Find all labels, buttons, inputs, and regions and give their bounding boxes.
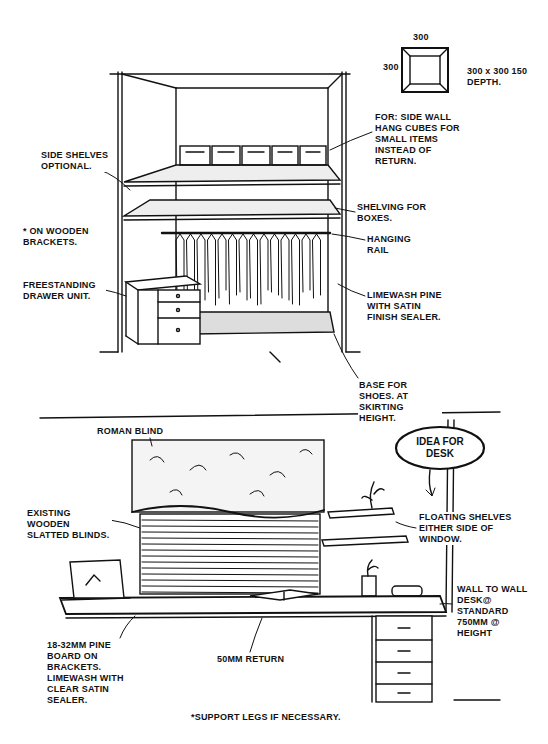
idea-oval: IDEA FOR DESK — [394, 425, 486, 471]
annotation-label: HANGING RAIL — [366, 234, 428, 256]
annotation-label: 50MM RETURN — [216, 654, 285, 665]
leader-lines — [100, 132, 372, 378]
annotation-label: ROMAN BLIND — [96, 426, 164, 437]
annotation-label: * ON WOODEN BRACKETS. — [22, 226, 96, 248]
annotation-label: 18-32MM PINE BOARD ON BRACKETS. LIMEWASH… — [46, 640, 148, 706]
annotation-label: *SUPPORT LEGS IF NECESSARY. — [190, 712, 342, 723]
wardrobe-drawing — [100, 72, 360, 362]
annotation-label: SHELVING FOR BOXES. — [356, 202, 448, 224]
node-text: IDEA FOR DESK — [411, 436, 469, 460]
annotation-label: 300 — [382, 62, 400, 73]
annotation-label: SIDE SHELVES OPTIONAL. — [40, 150, 114, 172]
annotation-label: LIMEWASH PINE WITH SATIN FINISH SEALER. — [366, 290, 450, 323]
annotation-label: WALL TO WALL DESK@ STANDARD 750MM @ HEIG… — [456, 584, 534, 639]
annotation-label: BASE FOR SHOES. AT SKIRTING HEIGHT. — [358, 380, 442, 424]
annotation-label: FREESTANDING DRAWER UNIT. — [22, 280, 106, 302]
annotation-label: EXISTING WOODEN SLATTED BLINDS. — [26, 508, 112, 541]
annotation-label: FLOATING SHELVES EITHER SIDE OF WINDOW. — [418, 512, 516, 545]
leader-lines — [110, 438, 452, 652]
annotation-label: FOR: SIDE WALL HANG CUBES FOR SMALL ITEM… — [374, 112, 476, 167]
annotation-label: 300 x 300 150 DEPTH. — [466, 66, 530, 88]
hang-cube-drawing — [402, 48, 448, 92]
annotation-label: 300 — [412, 32, 430, 43]
